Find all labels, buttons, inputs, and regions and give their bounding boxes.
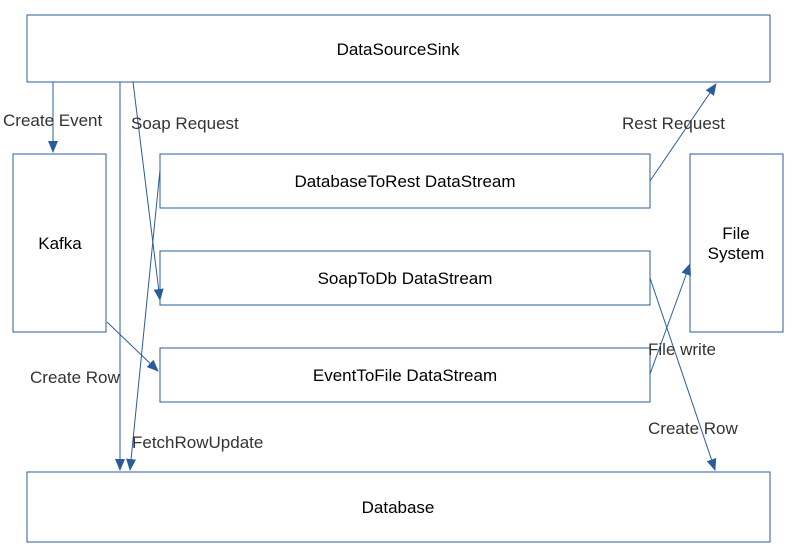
eventtofile-label: EventToFile DataStream xyxy=(313,366,497,385)
node-kafka: Kafka xyxy=(12,153,107,333)
edge-rest-request xyxy=(649,83,717,182)
node-database: Database xyxy=(26,471,771,543)
label-create-event: Create Event xyxy=(3,111,102,130)
label-rest-request: Rest Request xyxy=(622,114,725,133)
edge-fetch-row-update xyxy=(126,169,161,471)
label-soap-request: Soap Request xyxy=(131,114,239,133)
node-file-system: File System xyxy=(689,153,784,333)
node-datasourcesink: DataSourceSink xyxy=(26,14,771,83)
database-label: Database xyxy=(362,498,435,517)
label-fetch-row-update: FetchRowUpdate xyxy=(132,433,263,452)
edge-file-write xyxy=(649,263,691,375)
kafka-label: Kafka xyxy=(38,234,82,253)
edge-soap-request xyxy=(132,81,164,301)
label-create-row-left: Create Row xyxy=(30,368,120,387)
soaptodb-label: SoapToDb DataStream xyxy=(318,269,493,288)
databasetorest-label: DatabaseToRest DataStream xyxy=(294,172,515,191)
node-soaptodb-datastream: SoapToDb DataStream xyxy=(159,250,651,306)
label-create-row-right: Create Row xyxy=(648,419,738,438)
file-system-label-line-2: System xyxy=(708,244,765,263)
file-system-label-line-1: File xyxy=(722,224,749,243)
edge-kafka-to-eventfile xyxy=(106,321,159,372)
datasourcesink-label: DataSourceSink xyxy=(337,40,460,59)
node-databasetorest-datastream: DatabaseToRest DataStream xyxy=(159,153,651,209)
node-eventtofile-datastream: EventToFile DataStream xyxy=(159,347,651,403)
edge-create-row-right xyxy=(649,277,717,471)
label-file-write: File write xyxy=(648,340,716,359)
